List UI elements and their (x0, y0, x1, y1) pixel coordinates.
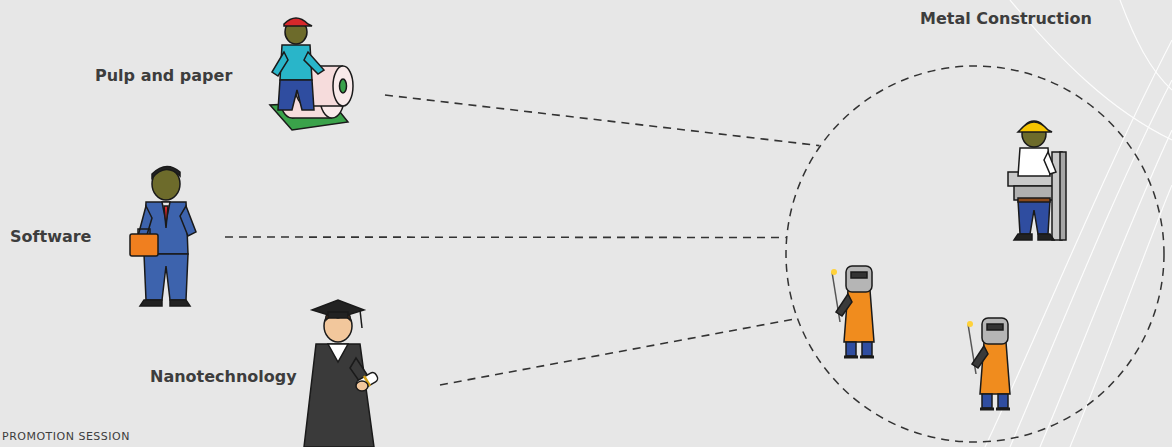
welder-figure (962, 314, 1022, 414)
paper-worker-figure (262, 10, 354, 134)
dashed-connector (225, 236, 786, 238)
sector-label: Software (10, 227, 91, 247)
sector-label: Pulp and paper (95, 66, 232, 86)
dashed-circle (786, 66, 1164, 442)
dashed-connector (440, 319, 796, 385)
welder-figure (826, 262, 886, 362)
footer-label: PROMOTION SESSION (2, 430, 130, 444)
figure-node: Nanotechnology (145, 295, 440, 447)
dashed-connector (385, 95, 819, 146)
sector-label: Nanotechnology (150, 367, 297, 387)
group-heading: Metal Construction (920, 9, 1092, 29)
circle-outline (785, 65, 1165, 443)
businessman-figure (128, 162, 198, 308)
group-circle: Metal Construction (785, 65, 1165, 443)
graduate-figure (298, 296, 386, 447)
figure-node: Software (5, 160, 225, 310)
figure-node: Pulp and paper (90, 10, 385, 135)
steel-worker-figure (1004, 112, 1070, 244)
